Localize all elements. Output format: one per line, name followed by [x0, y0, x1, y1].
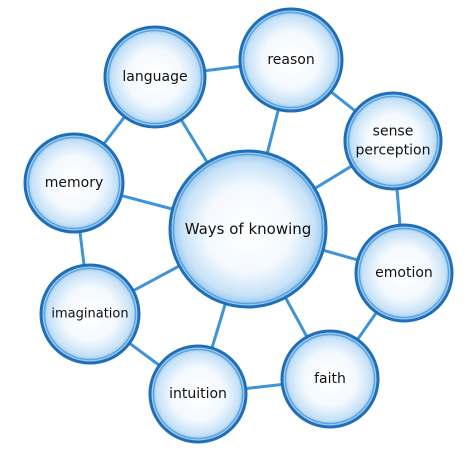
node-imagination-circle — [39, 263, 141, 365]
node-faith: faith — [280, 329, 380, 429]
center-label: Ways of knowing — [185, 220, 312, 238]
node-sense: sense perception — [343, 91, 443, 191]
center-node-circle — [168, 149, 328, 309]
node-sense-circle — [343, 91, 443, 191]
node-label-imagination: imagination — [51, 307, 128, 322]
node-faith-circle — [280, 329, 380, 429]
node-emotion-inner-ring — [358, 227, 450, 319]
node-emotion: emotion — [354, 223, 454, 323]
node-imagination: imagination — [39, 263, 141, 365]
center-node: Ways of knowing — [168, 149, 328, 309]
node-intuition-inner-ring — [152, 348, 244, 440]
node-label-sense-line-1: sense — [373, 124, 414, 140]
node-label-reason: reason — [267, 52, 314, 68]
node-memory-circle — [23, 132, 125, 234]
node-reason-inner-ring — [242, 11, 340, 109]
node-memory-inner-ring — [27, 136, 121, 230]
bubbles: language reason sense perception emotion fait… — [23, 7, 454, 444]
node-faith-inner-ring — [284, 333, 376, 425]
node-intuition: intuition — [148, 344, 248, 444]
node-language-circle — [103, 25, 207, 129]
node-label-language: language — [122, 69, 187, 85]
node-intuition-circle — [148, 344, 248, 444]
center-node-inner-ring — [172, 153, 324, 305]
node-memory: memory — [23, 132, 125, 234]
node-label-memory: memory — [45, 175, 104, 191]
node-reason-circle — [238, 7, 344, 113]
node-label-sense-line-2: perception — [356, 142, 431, 158]
node-label-faith: faith — [314, 371, 346, 387]
node-language: language — [103, 25, 207, 129]
node-reason: reason — [238, 7, 344, 113]
node-emotion-circle — [354, 223, 454, 323]
node-language-inner-ring — [107, 29, 203, 125]
node-sense-inner-ring — [347, 95, 439, 187]
node-label-emotion: emotion — [375, 265, 433, 281]
node-imagination-inner-ring — [43, 267, 137, 361]
node-label-intuition: intuition — [169, 386, 227, 402]
